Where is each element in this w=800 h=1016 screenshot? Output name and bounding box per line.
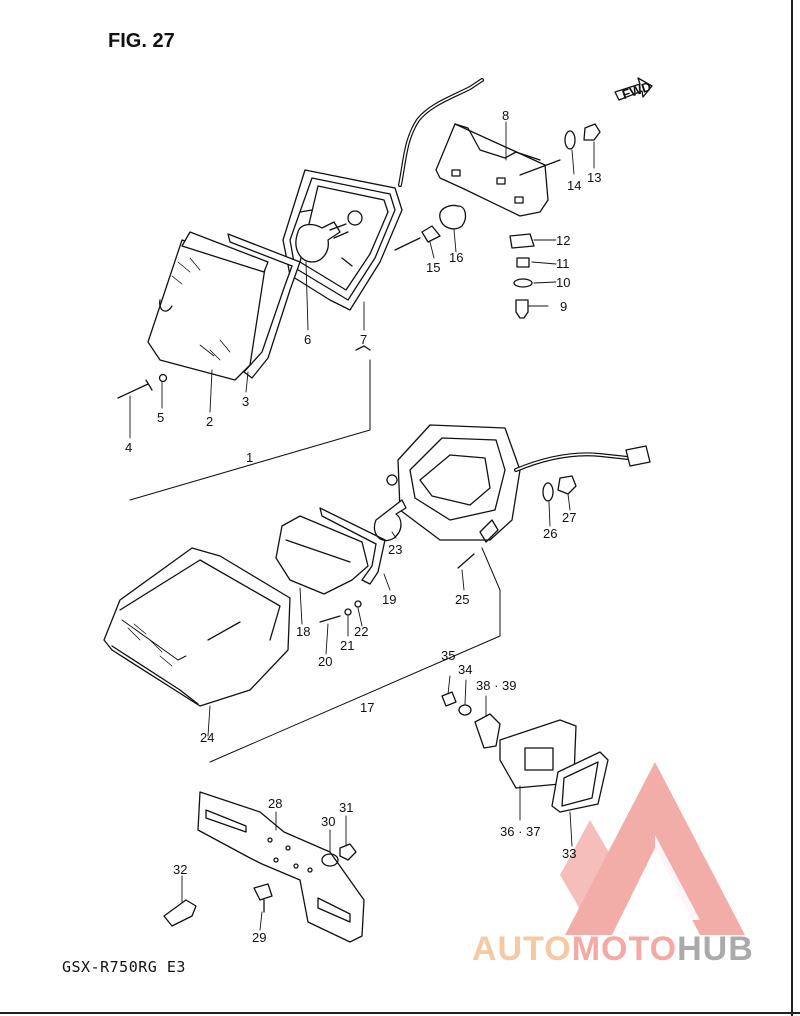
- watermark-text: AUTOMOTOHUB: [472, 930, 754, 969]
- connector: [625, 445, 651, 467]
- callout-31: 31: [339, 800, 353, 815]
- cushion-16: [439, 204, 467, 230]
- leader-lines: [129, 121, 595, 931]
- screw-20: [319, 615, 341, 623]
- bulb-6: [295, 221, 349, 263]
- fwd-label: FWD: [620, 79, 653, 102]
- callout-15: 15: [426, 260, 440, 275]
- lens-18: [275, 515, 369, 595]
- callout-29: 29: [252, 930, 266, 945]
- callout-19: 19: [382, 592, 396, 607]
- watermark-hub: HUB: [677, 930, 754, 968]
- washer-30: [321, 853, 339, 867]
- callout-8: 8: [502, 108, 509, 123]
- callout-38-39: 38 · 39: [476, 678, 516, 693]
- callout-32: 32: [173, 862, 187, 877]
- callout-9: 9: [560, 299, 567, 314]
- leader-group-1: [129, 359, 371, 501]
- callout-22: 22: [354, 624, 368, 639]
- watermark-moto: MOTO: [571, 930, 678, 968]
- callout-27: 27: [562, 510, 576, 525]
- nut-27: [557, 475, 577, 495]
- watermark-auto: AUTO: [472, 930, 572, 968]
- grommet-12: [509, 233, 535, 249]
- washer-21: [344, 608, 352, 616]
- nut-35: [441, 691, 457, 707]
- screw-25: [457, 553, 475, 569]
- callout-5: 5: [157, 410, 164, 425]
- license-plate-bracket-28: [197, 791, 365, 943]
- washer-10: [513, 278, 533, 288]
- washer-22: [354, 600, 362, 608]
- page-bottom-border: [0, 1012, 800, 1014]
- leader-group-17: [209, 547, 501, 763]
- callout-1: 1: [246, 450, 253, 465]
- bolt-29: [253, 883, 273, 913]
- washer-5: [158, 373, 168, 383]
- forward-arrow-icon: FWD: [614, 77, 653, 102]
- collar-11: [516, 257, 530, 268]
- callout-17: 17: [360, 700, 374, 715]
- callout-2: 2: [206, 414, 213, 429]
- spacer-15: [421, 225, 441, 243]
- reflector-33: [551, 751, 609, 813]
- lens-2: [147, 231, 269, 381]
- callout-13: 13: [587, 170, 601, 185]
- callout-30: 30: [321, 814, 335, 829]
- nut-31: [339, 843, 357, 861]
- callout-33: 33: [562, 846, 576, 861]
- clip-part-7: [355, 345, 371, 351]
- callout-25: 25: [455, 592, 469, 607]
- callout-36-37: 36 · 37: [500, 824, 540, 839]
- callout-12: 12: [556, 233, 570, 248]
- callout-4: 4: [125, 440, 132, 455]
- screw-4: [117, 379, 153, 399]
- bulb-23: [373, 499, 407, 542]
- washer-26: [542, 482, 554, 502]
- tail-lamp-housing: [386, 424, 521, 543]
- callout-18: 18: [296, 624, 310, 639]
- callout-16: 16: [449, 250, 463, 265]
- gasket-3: [227, 233, 301, 379]
- watermark-logo-triangle: [560, 762, 745, 935]
- washer-14: [564, 130, 576, 150]
- gasket-19: [319, 507, 386, 585]
- callout-34: 34: [458, 662, 472, 677]
- bolt-9: [515, 299, 529, 319]
- callout-28: 28: [268, 796, 282, 811]
- lens-cover-24: [103, 547, 291, 707]
- page-right-border: [791, 0, 793, 1016]
- callout-7: 7: [360, 332, 367, 347]
- callout-10: 10: [556, 275, 570, 290]
- figure-title: FIG. 27: [108, 30, 175, 52]
- callout-35: 35: [441, 648, 455, 663]
- reflector-bracket-36-37: [474, 713, 577, 789]
- callout-23: 23: [388, 542, 402, 557]
- washer-34: [458, 704, 472, 716]
- callout-labels: 1 2 3 4 5 6 7 8 9 10 11 12 13 14 15 16 1…: [125, 108, 601, 945]
- callout-21: 21: [340, 638, 354, 653]
- callout-24: 24: [200, 730, 214, 745]
- callout-14: 14: [567, 178, 581, 193]
- grommet-32: [163, 899, 197, 927]
- callout-6: 6: [304, 332, 311, 347]
- nut-13: [583, 123, 601, 141]
- callout-3: 3: [242, 394, 249, 409]
- model-code: GSX-R750RG E3: [62, 958, 186, 976]
- bracket-8: [435, 123, 561, 217]
- callout-20: 20: [318, 654, 332, 669]
- callout-26: 26: [543, 526, 557, 541]
- callout-11: 11: [556, 256, 570, 271]
